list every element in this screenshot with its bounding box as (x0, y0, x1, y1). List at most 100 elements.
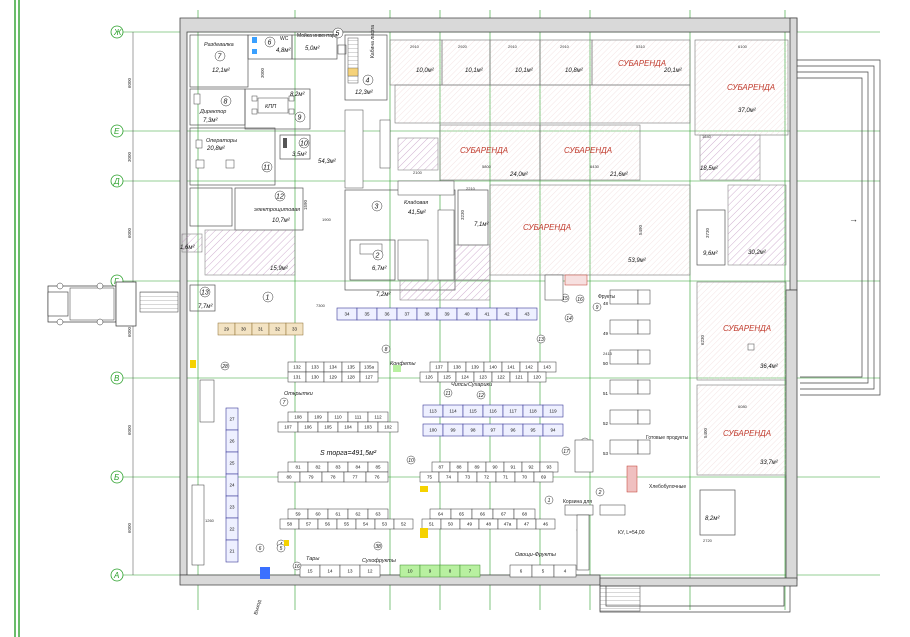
shelf-number: 130 (311, 375, 319, 380)
marker-circle (381, 344, 391, 354)
dim-label: 2910 (508, 44, 518, 49)
shelf-number: 71 (503, 475, 509, 480)
marker-circle (595, 487, 605, 497)
shelf-number: 91 (510, 465, 516, 470)
dim-label: 5310 (636, 44, 646, 49)
room-area: 24,0м² (509, 172, 529, 178)
shelf-number: 62 (355, 512, 361, 517)
section-label: Сухарики (468, 382, 492, 388)
room-area: 54,3м² (318, 159, 337, 165)
shelf-number: 30 (241, 327, 247, 332)
dim-label: 5400 (703, 427, 708, 438)
room-6: 6 WC 4,8м² (247, 34, 293, 60)
room-area: 6,7м² (372, 266, 387, 272)
room-area: 8,2м² (290, 92, 305, 98)
shelf-number: 77 (352, 475, 358, 480)
corridor: 54,3м² 1590 1900 (303, 109, 391, 222)
shelf-number: 27 (229, 417, 235, 422)
shelf-number: 68 (522, 512, 528, 517)
axis-bubbles: Ж Е Д Г В Б А (110, 25, 124, 582)
section-label: Готовые продукты (646, 435, 689, 441)
shelf-number: 13 (347, 569, 353, 574)
exit-label: Выход (253, 599, 263, 615)
shelf-number: 132 (293, 365, 301, 370)
room-3: 3 Кладовая 41,5м² (344, 180, 456, 291)
shelf-number: 81 (295, 465, 301, 470)
shelf-number: 65 (459, 512, 465, 517)
shelf-number: 128 (347, 375, 355, 380)
shelf-number: 61 (335, 512, 341, 517)
dim-label: 6080 (738, 404, 748, 409)
shelf-number: 73 (465, 475, 471, 480)
shelf-number: 5 (542, 569, 545, 574)
shelf-number: 8 (449, 569, 452, 574)
shelf-number: 118 (529, 409, 537, 414)
dim-label: 1900 (322, 217, 332, 222)
shelf-number: 75 (427, 475, 433, 480)
marker-layer: 123456789101112131415161718162838 (220, 293, 605, 571)
room-area: 4,8м² (276, 48, 291, 54)
dim-label: 1590 (303, 199, 308, 210)
shelf-number: 96 (510, 428, 516, 433)
room-number: 4 (366, 78, 370, 85)
room-name: Мойка инвентаря (297, 32, 338, 39)
shelf-cell (359, 564, 381, 578)
dim-label: 2910 (410, 44, 420, 49)
room-area: 36,4м² (760, 364, 779, 370)
marker-number: 9 (596, 305, 599, 311)
checkout-desk (609, 379, 639, 395)
sublease-label: СУБАРЕНДА (564, 146, 612, 155)
room-7: 7 Раздевалка 12,1м² (189, 34, 249, 88)
room-area: 30,2м² (748, 250, 767, 256)
marker-number: 13 (538, 337, 544, 343)
checkout-number: 48 (603, 301, 609, 306)
shelf-number: 43 (524, 312, 530, 317)
checkout-counter (637, 349, 651, 365)
marker-number: 16 (577, 297, 583, 303)
shelf-number: 48 (486, 522, 492, 527)
shelf-number: 114 (449, 409, 457, 414)
shelf-cell (359, 371, 379, 383)
shelf-number: 129 (329, 375, 337, 380)
shelf-number: 56 (325, 522, 331, 527)
dim-label: 1260 (205, 518, 215, 523)
room-area: 10,8м² (565, 68, 584, 74)
shelf-number: 72 (484, 475, 490, 480)
shelf-number: 79 (308, 475, 314, 480)
sublease-6: СУБАРЕНДА 36,4м² 6230 (696, 281, 787, 381)
marker-circle (276, 543, 286, 553)
shelf-number: 52 (401, 522, 407, 527)
shelf-number: 116 (489, 409, 497, 414)
room-area: 7,7м² (198, 304, 213, 310)
room-small-h: 8,2м² 2720 (699, 489, 736, 543)
room-name: Кладовая (404, 200, 428, 206)
checkout-desk (609, 349, 639, 365)
shelf-number: 4 (564, 569, 567, 574)
shelf-number: 42 (504, 312, 510, 317)
shelf-number: 100 (429, 428, 437, 433)
axis-label: Ж (113, 28, 122, 37)
room-number: 8 (224, 99, 228, 106)
shelf-number: 50 (448, 522, 454, 527)
shelf-number: 127 (365, 375, 373, 380)
shelf-number: 122 (497, 375, 505, 380)
shelf-number: 117 (509, 409, 517, 414)
shelf-number: 93 (546, 465, 552, 470)
shelf-number: 14 (327, 569, 333, 574)
sublease-2: 6100 СУБАРЕНДА 37,0м² (694, 39, 789, 136)
shelf-number: 54 (363, 522, 369, 527)
shelf-number: 7 (469, 569, 472, 574)
room-12: 12 электрощитовая 10,7м² (234, 187, 304, 231)
marker-circle (544, 495, 554, 505)
row-dim: 3000 (127, 151, 132, 162)
room-small-d: 7,1м² 2210 3230 (457, 186, 489, 246)
shelf-number: 47a (504, 522, 512, 527)
marker-number: 6 (259, 546, 262, 552)
room-area: 7,1м² (474, 222, 489, 228)
checkout-number: 53 (603, 451, 609, 456)
room-area: 37,0м² (738, 108, 757, 114)
